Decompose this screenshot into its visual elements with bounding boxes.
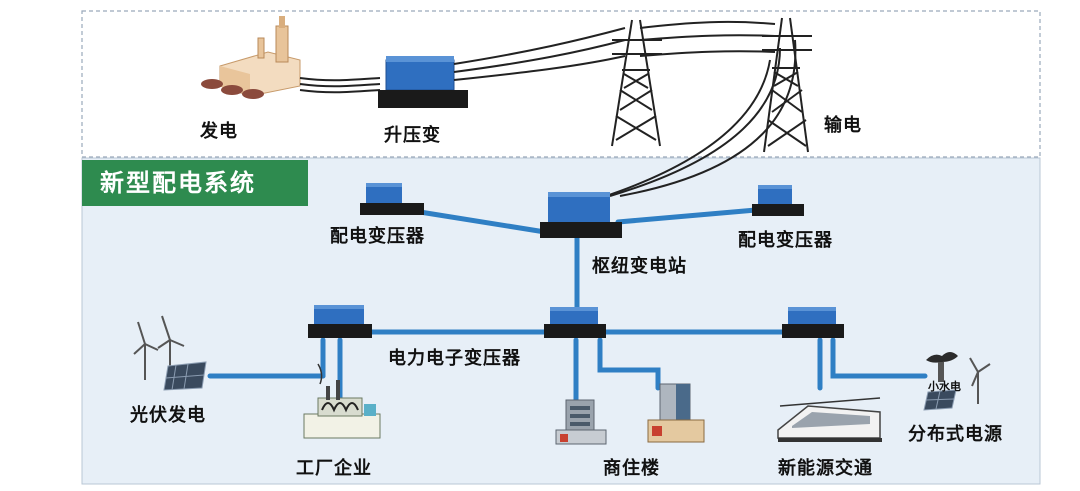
power-plant-icon [201, 16, 301, 99]
label-pv-generation: 光伏发电 [130, 405, 206, 426]
label-power-electronic-transformer: 电力电子变压器 [388, 348, 521, 369]
commercial-building-icon [555, 399, 607, 445]
solar-panel-icon [923, 389, 957, 411]
factory-icon [303, 363, 381, 439]
power-electronic-transformer-icon [544, 307, 606, 338]
power-electronic-transformer-icon [308, 305, 372, 338]
transmission-wires [453, 20, 797, 199]
distribution-transformer-right-icon [752, 185, 804, 216]
label-step-up-transformer: 升压变 [384, 125, 441, 146]
label-new-energy-transport: 新能源交通 [778, 458, 873, 479]
label-small-hydro: 小水电 [928, 380, 961, 393]
new-energy-train-icon [777, 397, 882, 442]
section-title-tag: 新型配电系统 [82, 160, 308, 206]
generation-lines [299, 77, 381, 94]
label-factory-enterprise: 工厂企业 [296, 458, 372, 479]
power-electronic-transformer-icon [782, 307, 844, 338]
small-hydro-icon [926, 352, 958, 382]
transmission-tower-icon [762, 17, 812, 153]
residential-building-icon [647, 383, 705, 443]
transmission-tower-icon [611, 19, 662, 147]
label-hub-substation: 枢纽变电站 [592, 256, 687, 277]
hub-substation-icon [540, 192, 622, 238]
label-commercial-residential: 商住楼 [603, 458, 660, 479]
label-transmission: 输电 [824, 115, 862, 136]
label-distribution-transformer-left: 配电变压器 [330, 226, 425, 247]
solar-panel-icon [163, 361, 207, 391]
label-distribution-transformer-right: 配电变压器 [738, 230, 833, 251]
label-power-generation: 发电 [200, 121, 238, 142]
step-up-transformer-icon [378, 56, 468, 108]
wind-turbine-icon [969, 357, 991, 404]
distribution-transformer-left-icon [360, 183, 424, 215]
label-distributed-power: 分布式电源 [908, 424, 1003, 445]
